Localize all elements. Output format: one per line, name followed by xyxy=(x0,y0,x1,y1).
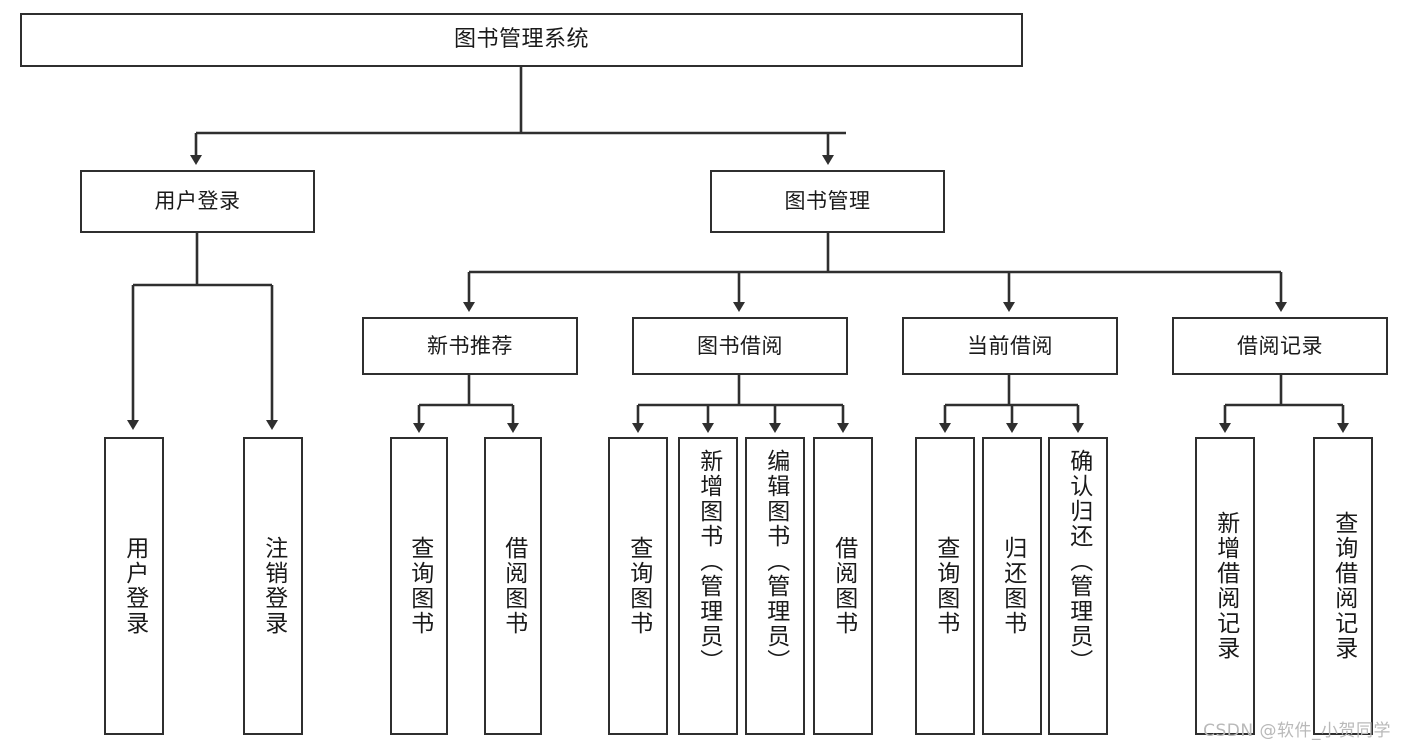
node-label: 新书推荐 xyxy=(427,333,513,358)
leaf-borrow-book-recommend[interactable]: 借阅图书 xyxy=(484,437,542,735)
node-label: 查询图书 xyxy=(406,536,433,636)
leaf-add-book-admin[interactable]: 新增图书（管理员） xyxy=(678,437,738,735)
node-label: 用户登录 xyxy=(154,189,241,214)
leaf-return-book[interactable]: 归还图书 xyxy=(982,437,1042,735)
node-label: 借阅图书 xyxy=(830,536,857,636)
leaf-edit-book-admin[interactable]: 编辑图书（管理员） xyxy=(745,437,805,735)
node-current-borrow[interactable]: 当前借阅 xyxy=(902,317,1118,375)
node-label: 借阅图书 xyxy=(500,536,527,636)
node-label: 图书管理系统 xyxy=(453,27,589,53)
leaf-borrow-book[interactable]: 借阅图书 xyxy=(813,437,873,735)
node-label: 新增借阅记录 xyxy=(1212,511,1239,661)
node-label: 查询借阅记录 xyxy=(1330,511,1357,661)
node-label: 用户登录 xyxy=(121,536,148,636)
node-book-management[interactable]: 图书管理 xyxy=(710,170,945,233)
node-new-book-recommend[interactable]: 新书推荐 xyxy=(362,317,578,375)
node-book-borrow[interactable]: 图书借阅 xyxy=(632,317,848,375)
node-borrow-record[interactable]: 借阅记录 xyxy=(1172,317,1388,375)
node-label: 注销登录 xyxy=(260,536,287,636)
leaf-query-book-recommend[interactable]: 查询图书 xyxy=(390,437,448,735)
leaf-query-book-borrow[interactable]: 查询图书 xyxy=(608,437,668,735)
node-label: 图书借阅 xyxy=(697,333,783,358)
node-user-login[interactable]: 用户登录 xyxy=(80,170,315,233)
leaf-add-borrow-record[interactable]: 新增借阅记录 xyxy=(1195,437,1255,735)
node-label: 查询图书 xyxy=(625,536,652,636)
node-label: 借阅记录 xyxy=(1237,333,1323,358)
node-root-book-management-system[interactable]: 图书管理系统 xyxy=(20,13,1023,67)
node-label: 当前借阅 xyxy=(967,333,1053,358)
watermark: CSDN @软件_小贺同学 xyxy=(1203,721,1391,741)
leaf-query-borrow-record[interactable]: 查询借阅记录 xyxy=(1313,437,1373,735)
node-label: 新增图书（管理员） xyxy=(695,449,722,674)
node-label: 编辑图书（管理员） xyxy=(762,449,789,674)
leaf-confirm-return-admin[interactable]: 确认归还（管理员） xyxy=(1048,437,1108,735)
leaf-user-login[interactable]: 用户登录 xyxy=(104,437,164,735)
leaf-logout[interactable]: 注销登录 xyxy=(243,437,303,735)
node-label: 归还图书 xyxy=(999,536,1026,636)
leaf-query-book-current[interactable]: 查询图书 xyxy=(915,437,975,735)
node-label: 查询图书 xyxy=(932,536,959,636)
node-label: 图书管理 xyxy=(784,189,871,214)
node-label: 确认归还（管理员） xyxy=(1065,449,1092,674)
